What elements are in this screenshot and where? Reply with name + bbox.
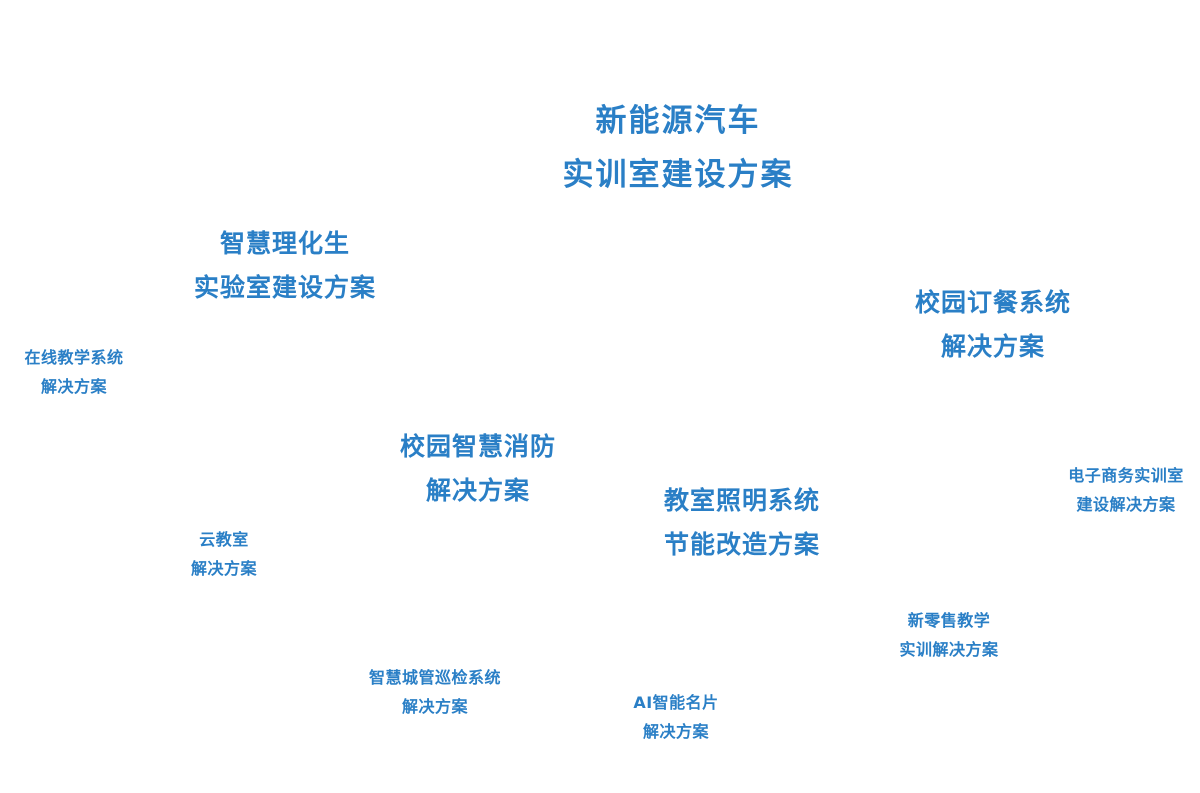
solution-classroom-lighting[interactable]: 教室照明系统 节能改造方案 xyxy=(664,479,820,567)
solution-campus-meal-ordering[interactable]: 校园订餐系统 解决方案 xyxy=(915,281,1071,369)
solution-subtitle: 解决方案 xyxy=(401,697,469,716)
solution-title: 智慧理化生 xyxy=(219,229,351,258)
solution-title: 校园订餐系统 xyxy=(914,288,1072,317)
solution-subtitle: 实训室建设方案 xyxy=(562,157,794,193)
solution-ecommerce-training-room[interactable]: 电子商务实训室 建设解决方案 xyxy=(1068,461,1184,519)
solution-subtitle: 解决方案 xyxy=(190,559,258,578)
solution-subtitle: 建设解决方案 xyxy=(1076,495,1176,514)
solution-smart-city-inspection[interactable]: 智慧城管巡检系统 解决方案 xyxy=(369,663,501,721)
solution-subtitle: 实训解决方案 xyxy=(899,640,999,659)
solution-title: 电子商务实训室 xyxy=(1068,466,1184,485)
solution-new-retail-teaching[interactable]: 新零售教学 实训解决方案 xyxy=(899,606,998,664)
solution-title: 智慧城管巡检系统 xyxy=(368,668,502,687)
solution-online-teaching[interactable]: 在线教学系统 解决方案 xyxy=(24,343,123,401)
solution-subtitle: 实验室建设方案 xyxy=(193,273,377,302)
solution-subtitle: 解决方案 xyxy=(642,722,709,741)
solution-subtitle: 节能改造方案 xyxy=(663,530,821,559)
solution-subtitle: 解决方案 xyxy=(940,332,1046,361)
solution-cloud-classroom[interactable]: 云教室 解决方案 xyxy=(191,525,257,583)
solution-smart-science-lab[interactable]: 智慧理化生 实验室建设方案 xyxy=(194,222,376,310)
solution-subtitle: 解决方案 xyxy=(40,377,108,396)
solution-new-energy-vehicle-training[interactable]: 新能源汽车 实训室建设方案 xyxy=(563,94,794,202)
solution-title: AI智能名片 xyxy=(633,693,719,712)
solution-title: 新能源汽车 xyxy=(595,103,761,139)
solution-title: 新零售教学 xyxy=(907,611,991,630)
solution-title: 云教室 xyxy=(199,530,249,549)
solution-ai-business-card[interactable]: AI智能名片 解决方案 xyxy=(633,688,718,746)
solution-subtitle: 解决方案 xyxy=(425,476,531,505)
solution-campus-smart-fire[interactable]: 校园智慧消防 解决方案 xyxy=(400,425,556,513)
solution-title: 校园智慧消防 xyxy=(399,432,557,461)
solution-title: 教室照明系统 xyxy=(663,486,821,515)
solution-title: 在线教学系统 xyxy=(24,348,124,367)
